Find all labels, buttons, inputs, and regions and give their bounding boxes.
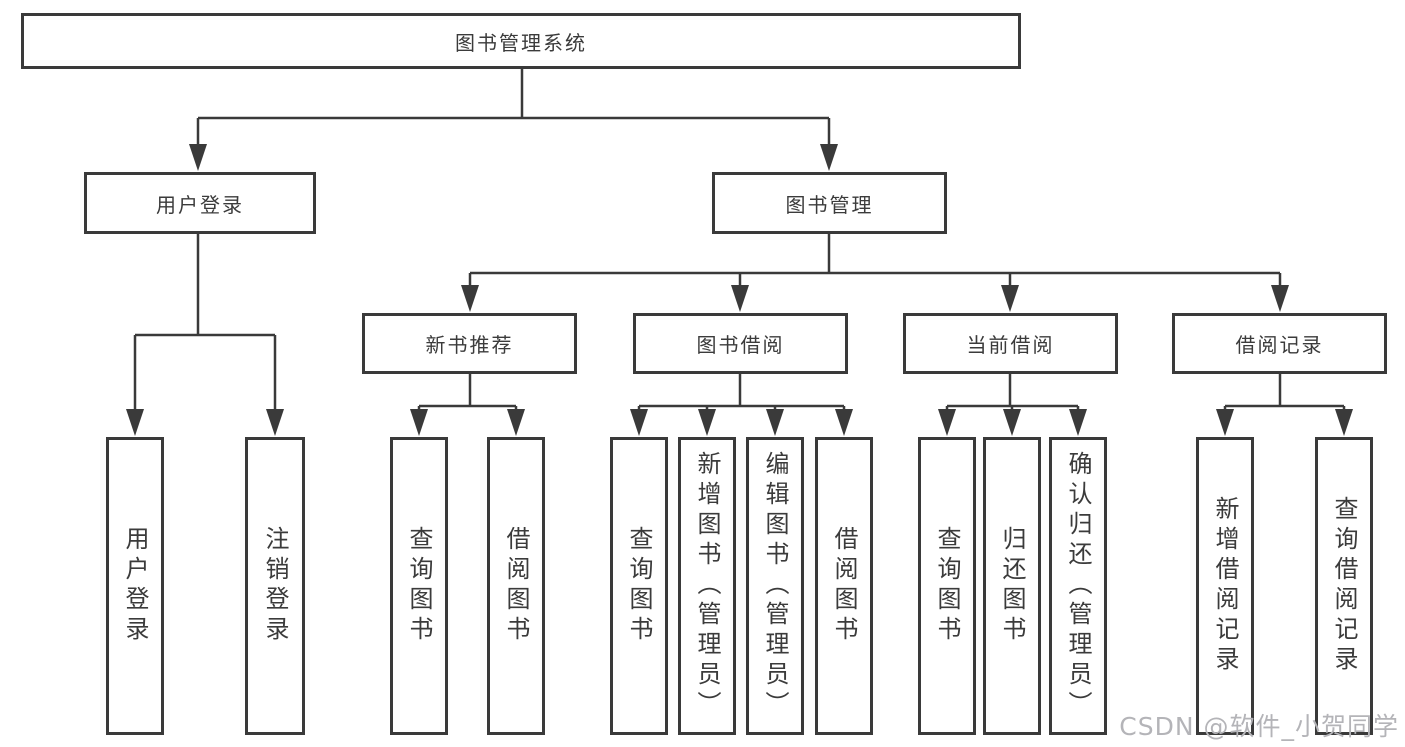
leaf-return-books: 归还图书 xyxy=(983,437,1041,735)
leaf-query-books-1: 查询图书 xyxy=(390,437,448,735)
node-new-book-recommend: 新书推荐 xyxy=(362,313,577,374)
node-borrowing-records: 借阅记录 xyxy=(1172,313,1387,374)
node-book-borrowing: 图书借阅 xyxy=(633,313,848,374)
node-user-login: 用户登录 xyxy=(84,172,316,234)
node-current-borrowing: 当前借阅 xyxy=(903,313,1118,374)
leaf-borrow-books-2: 借阅图书 xyxy=(815,437,873,735)
leaf-borrow-books-1: 借阅图书 xyxy=(487,437,545,735)
leaf-user-login: 用户登录 xyxy=(106,437,164,735)
arrow-heads xyxy=(126,144,1353,436)
leaf-confirm-return-admin: 确认归还（管理员） xyxy=(1049,437,1107,735)
leaf-add-books-admin: 新增图书（管理员） xyxy=(678,437,736,735)
leaf-query-books-3: 查询图书 xyxy=(918,437,976,735)
leaf-query-books-2: 查询图书 xyxy=(610,437,668,735)
csdn-watermark: CSDN @软件_小贺同学 xyxy=(1119,712,1399,741)
node-root: 图书管理系统 xyxy=(21,13,1021,69)
node-book-management: 图书管理 xyxy=(712,172,947,234)
leaf-logout: 注销登录 xyxy=(245,437,305,735)
leaf-edit-books-admin: 编辑图书（管理员） xyxy=(746,437,804,735)
leaf-query-borrow-record: 查询借阅记录 xyxy=(1315,437,1373,735)
leaf-add-borrow-record: 新增借阅记录 xyxy=(1196,437,1254,735)
